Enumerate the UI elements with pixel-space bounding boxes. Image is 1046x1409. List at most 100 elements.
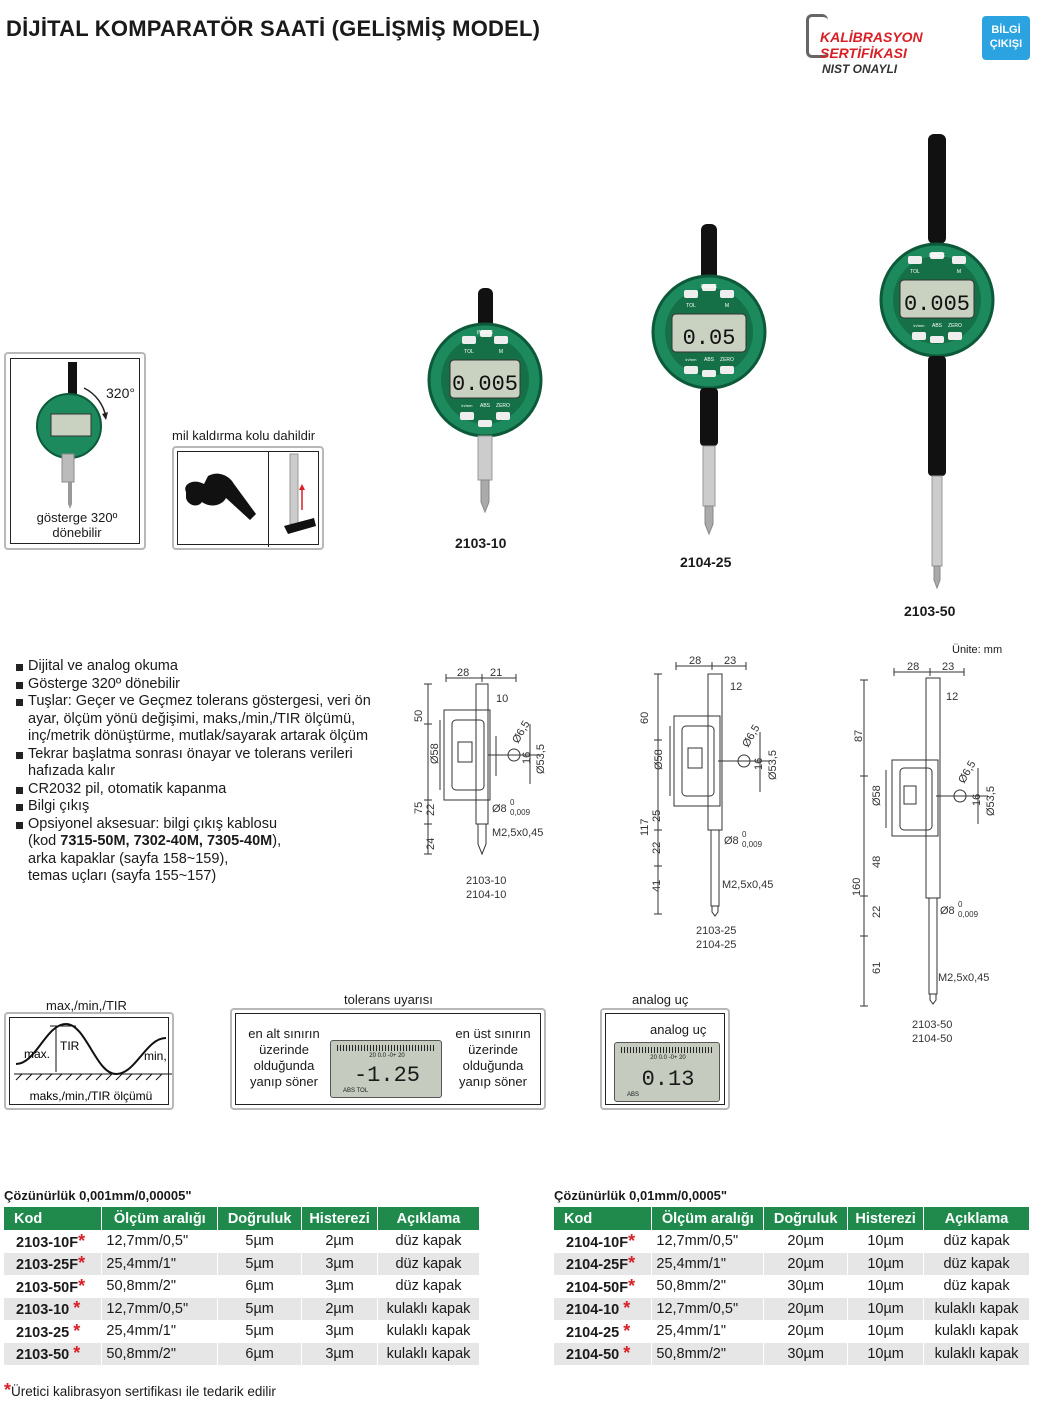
col-description: Açıklama — [377, 1207, 480, 1230]
cell: kulaklı kapak — [377, 1342, 480, 1365]
gauge2-abs: ABS — [704, 357, 715, 363]
tol-right-line4: yanıp söner — [459, 1074, 527, 1089]
cell: 25,4mm/1" — [651, 1252, 765, 1275]
gauge2-brand: INSIZE — [701, 284, 718, 290]
gauge1-tol: TOL — [464, 349, 474, 355]
analog-display-value: 0.13 — [641, 1067, 695, 1092]
tolerance-scale: 20 0.0 -0+ 20 — [369, 1053, 405, 1059]
cert-star: * — [73, 1298, 81, 1319]
col-hysteresis: Histerezi — [301, 1207, 379, 1230]
d3-stem-tol-upper: 0 — [958, 900, 963, 909]
tol-left-line3: olduğunda — [253, 1058, 315, 1073]
cell: 10µm — [847, 1275, 925, 1298]
cell: 3µm — [301, 1252, 379, 1275]
col-range: Ölçüm aralığı — [101, 1207, 219, 1230]
rotation-caption: gösterge 320º dönebilir — [6, 510, 148, 540]
rotating-gauge-icon — [36, 362, 108, 509]
cell: 25,4mm/1" — [101, 1320, 219, 1343]
cell: kulaklı kapak — [923, 1342, 1030, 1365]
bilgi-line1: BİLGİ — [991, 24, 1021, 36]
d1-left-b: 75 — [413, 802, 425, 814]
d2-left-d: 22 — [651, 842, 663, 854]
rotation-angle: 320° — [106, 385, 135, 401]
model-label-2103-50: 2103-50 — [904, 603, 956, 619]
cell: düz kapak — [923, 1252, 1030, 1275]
technical-drawing-1: 28 21 10 50 75 22 24 Ø58 Ø6,5 16 Ø53,5 Ø… — [413, 667, 547, 901]
cell-kod: 2104-50 * — [554, 1342, 653, 1365]
cell: 2µm — [301, 1297, 379, 1320]
cell: 12,7mm/0,5" — [101, 1230, 219, 1253]
gauge-photo-2103-50: 0.005 INSIZE TOL M ABS ZERO in/mm — [879, 134, 995, 590]
rotation-caption-line2: dönebilir — [52, 525, 102, 540]
tolerance-card: en alt sınırın üzerinde olduğunda yanıp … — [230, 1008, 546, 1110]
col-kod: Kod — [554, 1207, 653, 1230]
calibration-certificate-logo: KALİBRASYON SERTİFİKASI NIST ONAYLI — [806, 14, 966, 76]
d1-stem-tol: 0,009 — [510, 808, 531, 817]
maxmin-min: min, — [144, 1049, 167, 1063]
tol-left-line1: en alt sınırın — [248, 1026, 320, 1041]
gauge1-abs: ABS — [480, 403, 491, 409]
d3-left-d: 22 — [871, 906, 883, 918]
cell: 12,7mm/0,5" — [101, 1297, 219, 1320]
gauge3-tol: TOL — [910, 269, 920, 275]
col-accuracy: Doğruluk — [217, 1207, 303, 1230]
table-header-row: Kod Ölçüm aralığı Doğruluk Histerezi Açı… — [554, 1207, 1030, 1230]
gauge2-m: M — [725, 303, 729, 309]
analog-scale: 20 0.0 -0+ 20 — [650, 1055, 686, 1061]
maxmin-card: max. TIR min, maks,/min,/TIR ölçümü — [4, 1012, 174, 1110]
technical-drawing-2: 28 23 12 60 117 25 22 41 Ø58 Ø6,5 16 Ø53… — [640, 655, 779, 948]
lever-card — [172, 446, 324, 550]
calib-line2: SERTİFİKASI — [820, 45, 907, 61]
d3-stem: Ø8 — [940, 905, 955, 917]
d3-top-b: 23 — [942, 661, 954, 673]
d2-left-a: 60 — [640, 712, 651, 724]
d3-left-e: 61 — [871, 962, 883, 974]
cert-star: * — [78, 1275, 86, 1296]
cell: 30µm — [763, 1342, 849, 1365]
maxmin-tir: TIR — [60, 1039, 80, 1053]
optional-line1: Opsiyonel aksesuar: bilgi çıkış kablosu — [28, 815, 278, 832]
d1-model-b: 2104-10 — [466, 889, 506, 901]
cell-kod: 2104-25 * — [554, 1320, 653, 1343]
optional-line3: arka kapaklar (sayfa 158~159), — [28, 850, 229, 867]
d3-thread: M2,5x0,45 — [938, 972, 989, 984]
kod-text: 2103-10F — [16, 1234, 79, 1251]
d1-model-a: 2103-10 — [466, 875, 506, 887]
tolerance-display-value: -1.25 — [353, 1063, 420, 1088]
rotation-caption-line1: gösterge 320º — [36, 510, 118, 525]
cell: 3µm — [301, 1342, 379, 1365]
cell: 5µm — [217, 1297, 303, 1320]
cert-star: * — [73, 1343, 81, 1364]
cert-star: * — [623, 1298, 631, 1319]
cell: 2µm — [301, 1230, 379, 1253]
optional-line2: (kod 7315-50M, 7302-40M, 7305-40M), — [28, 833, 386, 851]
kod-text: 2103-50 — [16, 1347, 70, 1364]
d1-dia-a: Ø58 — [429, 743, 441, 764]
cert-star: * — [628, 1275, 636, 1296]
cell: düz kapak — [377, 1252, 480, 1275]
unit-note: Ünite: mm — [952, 644, 1003, 656]
col-accuracy: Doğruluk — [763, 1207, 849, 1230]
cell: 50,8mm/2" — [101, 1275, 219, 1298]
gauge1-brand: INSIZE — [477, 330, 494, 336]
cell: düz kapak — [377, 1230, 480, 1253]
spec-table-1: Kod Ölçüm aralığı Doğruluk Histerezi Açı… — [4, 1207, 480, 1365]
d3-model-b: 2104-50 — [912, 1033, 952, 1045]
tolerance-left-text: en alt sınırın üzerinde olduğunda yanıp … — [244, 1026, 324, 1090]
cell: kulaklı kapak — [377, 1320, 480, 1343]
cell-kod: 2104-10F* — [554, 1230, 653, 1253]
analog-card: analog uç 20 0.0 -0+ 20 0.13 ABS — [600, 1008, 730, 1110]
maxmin-title: max,/min,/TIR — [46, 998, 127, 1013]
cell-kod: 2104-50F* — [554, 1275, 653, 1298]
model-label-2104-25: 2104-25 — [680, 554, 732, 570]
gauge3-brand: INSIZE — [929, 253, 946, 259]
cell-kod: 2103-25 * — [4, 1320, 103, 1343]
analog-lcd: 20 0.0 -0+ 20 0.13 ABS — [614, 1042, 720, 1102]
d1-d1: 10 — [496, 693, 508, 705]
tol-right-line1: en üst sınırın — [455, 1026, 531, 1041]
spec-table-2: Kod Ölçüm aralığı Doğruluk Histerezi Açı… — [554, 1207, 1030, 1365]
